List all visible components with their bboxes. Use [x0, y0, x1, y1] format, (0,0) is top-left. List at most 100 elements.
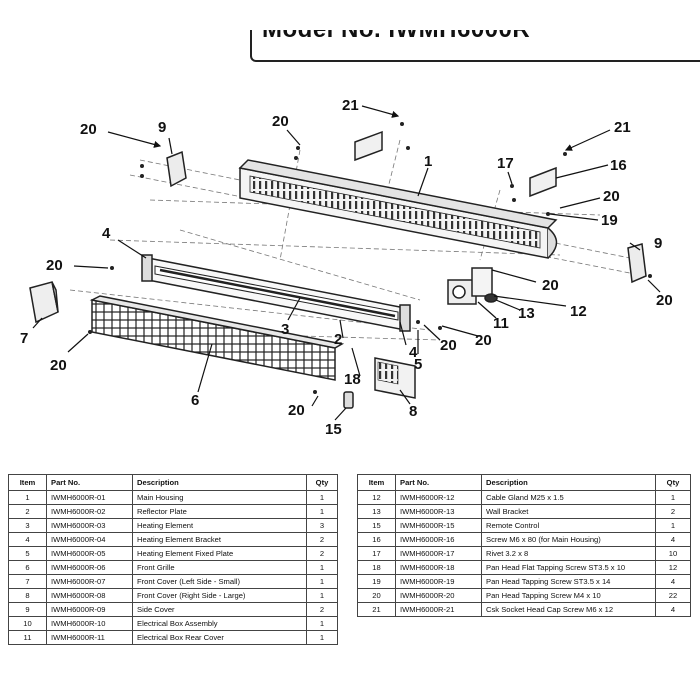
- callout-9-a: 9: [158, 119, 166, 136]
- qty-cell: 1: [306, 588, 338, 603]
- item-cell: 10: [8, 616, 47, 631]
- callout-20-e: 20: [656, 292, 673, 309]
- item-cell: 12: [357, 490, 396, 505]
- part-no-cell: IWMH6000R-20: [395, 588, 482, 603]
- description-cell: Reflector Plate: [132, 504, 307, 519]
- qty-cell: 4: [655, 574, 691, 589]
- item-cell: 16: [357, 532, 396, 547]
- qty-cell: 1: [306, 504, 338, 519]
- callout-17: 18: [344, 371, 361, 388]
- qty-cell: 4: [655, 602, 691, 617]
- callout-20-a: 20: [80, 121, 97, 138]
- description-cell: Heating Element Bracket: [132, 532, 307, 547]
- part-no-cell: IWMH6000R-07: [46, 574, 133, 589]
- side-cover-part: [166, 150, 647, 284]
- part-no-cell: IWMH6000R-13: [395, 504, 482, 519]
- callout-19: 20: [542, 277, 559, 294]
- qty-cell: 1: [306, 560, 338, 575]
- part-no-cell: IWMH6000R-04: [46, 532, 133, 547]
- col-qty-header: Qty: [306, 474, 338, 491]
- qty-cell: 1: [655, 518, 691, 533]
- col-item-header: Item: [8, 474, 47, 491]
- callout-8: 8: [409, 403, 417, 420]
- callout-4-b: 4: [409, 344, 418, 361]
- front-grille-part: [89, 295, 345, 381]
- item-cell: 21: [357, 602, 396, 617]
- callout-13: 16: [610, 157, 627, 174]
- callout-7: 7: [20, 330, 28, 347]
- callout-15: 15: [325, 421, 342, 438]
- electrical-box-part: [447, 267, 498, 305]
- callout-6: 6: [191, 392, 199, 409]
- front-cover-right-part: [374, 357, 416, 399]
- qty-cell: 2: [306, 602, 338, 617]
- item-cell: 19: [357, 574, 396, 589]
- qty-cell: 4: [655, 532, 691, 547]
- part-no-cell: IWMH6000R-12: [395, 490, 482, 505]
- description-cell: Csk Socket Head Cap Screw M6 x 12: [481, 602, 656, 617]
- callout-20-i: 20: [288, 402, 305, 419]
- description-cell: Pan Head Tapping Screw M4 x 10: [481, 588, 656, 603]
- main-housing-part: [238, 159, 558, 259]
- table-header-row: Item Part No. Description Qty: [8, 474, 338, 491]
- qty-cell: 1: [655, 490, 691, 505]
- description-cell: Remote Control: [481, 518, 656, 533]
- item-cell: 9: [8, 602, 47, 617]
- item-cell: 20: [357, 588, 396, 603]
- qty-cell: 1: [306, 490, 338, 505]
- description-cell: Front Cover (Right Side - Large): [132, 588, 307, 603]
- qty-cell: 3: [306, 518, 338, 533]
- item-cell: 7: [8, 574, 47, 589]
- qty-cell: 12: [655, 560, 691, 575]
- item-cell: 2: [8, 504, 47, 519]
- description-cell: Electrical Box Rear Cover: [132, 630, 307, 645]
- col-qty-header: Qty: [655, 474, 691, 491]
- qty-cell: 2: [306, 546, 338, 561]
- description-cell: Heating Element Fixed Plate: [132, 546, 307, 561]
- qty-cell: 2: [306, 532, 338, 547]
- callout-20-g: 20: [440, 337, 457, 354]
- part-no-cell: IWMH6000R-06: [46, 560, 133, 575]
- callout-2: 2: [334, 331, 342, 348]
- part-no-cell: IWMH6000R-01: [46, 490, 133, 505]
- col-partno-header: Part No.: [395, 474, 482, 491]
- table-header-row: Item Part No. Description Qty: [357, 474, 691, 491]
- callout-leader-lines: [32, 105, 661, 421]
- part-no-cell: IWMH6000R-15: [395, 518, 482, 533]
- callout-labels: 20 9 20 21 1 17 21 16 20 19 4 9 20 20 20…: [20, 97, 673, 438]
- callout-16: 17: [497, 155, 514, 172]
- item-cell: 6: [8, 560, 47, 575]
- qty-cell: 2: [655, 504, 691, 519]
- exploded-parts-diagram: 20 9 20 21 1 17 21 16 20 19 4 9 20 20 20…: [20, 97, 673, 438]
- description-cell: Pan Head Tapping Screw ST3.5 x 14: [481, 574, 656, 589]
- description-cell: Pan Head Flat Tapping Screw ST3.5 x 10: [481, 560, 656, 575]
- description-cell: Heating Element: [132, 518, 307, 533]
- description-cell: Front Cover (Left Side - Small): [132, 574, 307, 589]
- callout-20-f: 20: [475, 332, 492, 349]
- col-description-header: Description: [132, 474, 307, 491]
- callout-3: 3: [281, 321, 289, 338]
- reflector-plate-part: [141, 254, 411, 332]
- model-title: Model No. IWMH6000R: [262, 30, 530, 44]
- item-cell: 11: [8, 630, 47, 645]
- wall-bracket-part: [354, 130, 557, 198]
- description-cell: Rivet 3.2 x 8: [481, 546, 656, 561]
- remote-control-part: [343, 391, 354, 409]
- front-cover-left-part: [29, 281, 59, 324]
- part-no-cell: IWMH6000R-10: [46, 616, 133, 631]
- callout-21-a: 21: [342, 97, 359, 114]
- callout-12: 13: [518, 305, 535, 322]
